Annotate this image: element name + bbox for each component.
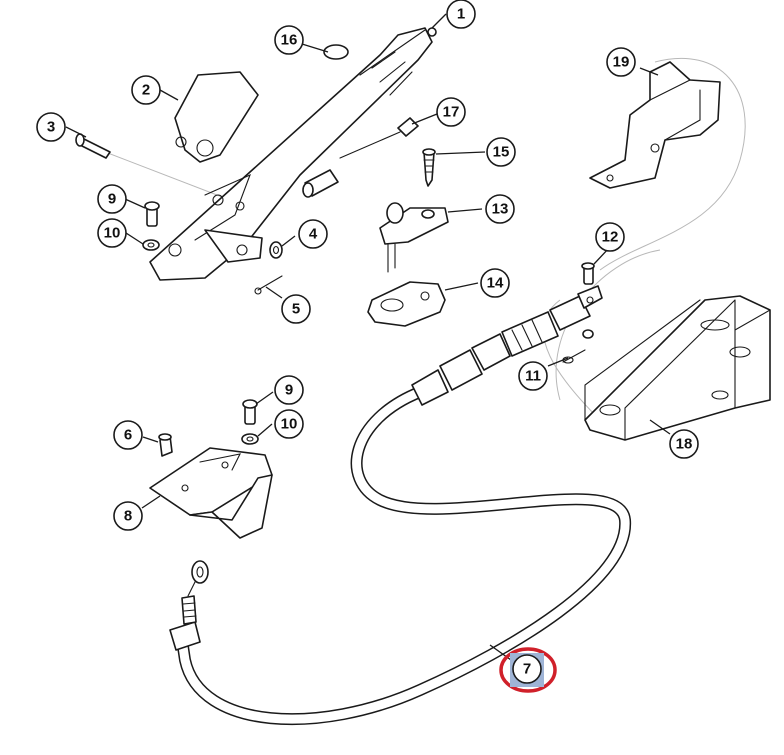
callout-10-lower[interactable]: 10 xyxy=(274,409,304,439)
callout-11[interactable]: 11 xyxy=(518,361,548,391)
callout-8[interactable]: 8 xyxy=(113,501,143,531)
callout-label: 2 xyxy=(142,82,150,99)
callout-label: 19 xyxy=(613,54,630,71)
callout-3[interactable]: 3 xyxy=(36,112,66,142)
bolt-part-lower[interactable] xyxy=(242,399,258,425)
callout-label: 17 xyxy=(443,104,460,121)
washer-part[interactable] xyxy=(269,241,283,259)
callout-label: 16 xyxy=(281,32,298,49)
retaining-clip-part[interactable] xyxy=(562,329,594,364)
screw-part[interactable] xyxy=(422,148,436,187)
callout-1[interactable]: 1 xyxy=(446,0,476,29)
callout-label: 11 xyxy=(525,368,541,385)
callout-label: 18 xyxy=(676,436,693,453)
callout-16[interactable]: 16 xyxy=(274,25,304,55)
callout-label: 4 xyxy=(309,226,318,243)
callout-label: 9 xyxy=(108,191,116,208)
callout-label: 1 xyxy=(457,6,465,23)
callout-7-highlighted[interactable]: 7 xyxy=(499,647,557,693)
highlight-ring xyxy=(499,647,557,693)
cotter-pin-part[interactable] xyxy=(254,275,283,295)
grip-cap-part[interactable] xyxy=(323,44,349,60)
callout-17[interactable]: 17 xyxy=(436,97,466,127)
brake-cable-part[interactable] xyxy=(169,285,632,726)
callout-label: 3 xyxy=(47,119,55,136)
callout-5[interactable]: 5 xyxy=(281,294,311,324)
mounting-plate-part[interactable] xyxy=(367,281,446,327)
lever-bracket-part[interactable] xyxy=(174,71,259,163)
pivot-pin-part[interactable] xyxy=(75,133,111,159)
callout-4[interactable]: 4 xyxy=(298,219,328,249)
callout-label: 5 xyxy=(292,301,300,318)
callout-label: 14 xyxy=(487,275,504,292)
callout-2[interactable]: 2 xyxy=(131,75,161,105)
callout-label: 13 xyxy=(492,201,509,218)
callout-14[interactable]: 14 xyxy=(480,268,510,298)
callout-label: 10 xyxy=(281,416,298,433)
callout-9-upper[interactable]: 9 xyxy=(97,184,127,214)
callout-label: 10 xyxy=(104,225,121,242)
callout-label: 9 xyxy=(285,382,293,399)
callout-label: 15 xyxy=(493,144,510,161)
callout-12[interactable]: 12 xyxy=(595,222,625,252)
clevis-pin-part[interactable] xyxy=(581,262,595,285)
callout-label: 6 xyxy=(124,427,132,444)
callout-9-lower[interactable]: 9 xyxy=(274,375,304,405)
channel-bracket-part[interactable] xyxy=(584,295,771,441)
callout-13[interactable]: 13 xyxy=(485,194,515,224)
cable-bracket-part[interactable] xyxy=(589,61,721,189)
callout-label: 12 xyxy=(602,229,619,246)
callout-6[interactable]: 6 xyxy=(113,420,143,450)
callout-19[interactable]: 19 xyxy=(606,47,636,77)
callout-label: 7 xyxy=(523,661,531,678)
switch-part[interactable] xyxy=(379,202,449,273)
callout-10-upper[interactable]: 10 xyxy=(97,218,127,248)
pivot-pin-part-lower[interactable] xyxy=(158,433,173,457)
bolt-part-upper[interactable] xyxy=(144,201,160,227)
leader-lines xyxy=(65,13,671,661)
cable-end-part[interactable] xyxy=(302,117,419,198)
washer-part-lower[interactable] xyxy=(241,433,259,445)
washer-part-upper[interactable] xyxy=(142,239,160,251)
callout-label: 8 xyxy=(124,508,132,525)
mounting-bracket-part[interactable] xyxy=(149,447,273,539)
callout-15[interactable]: 15 xyxy=(486,137,516,167)
callout-18[interactable]: 18 xyxy=(669,429,699,459)
hand-lever-part[interactable] xyxy=(149,27,437,281)
